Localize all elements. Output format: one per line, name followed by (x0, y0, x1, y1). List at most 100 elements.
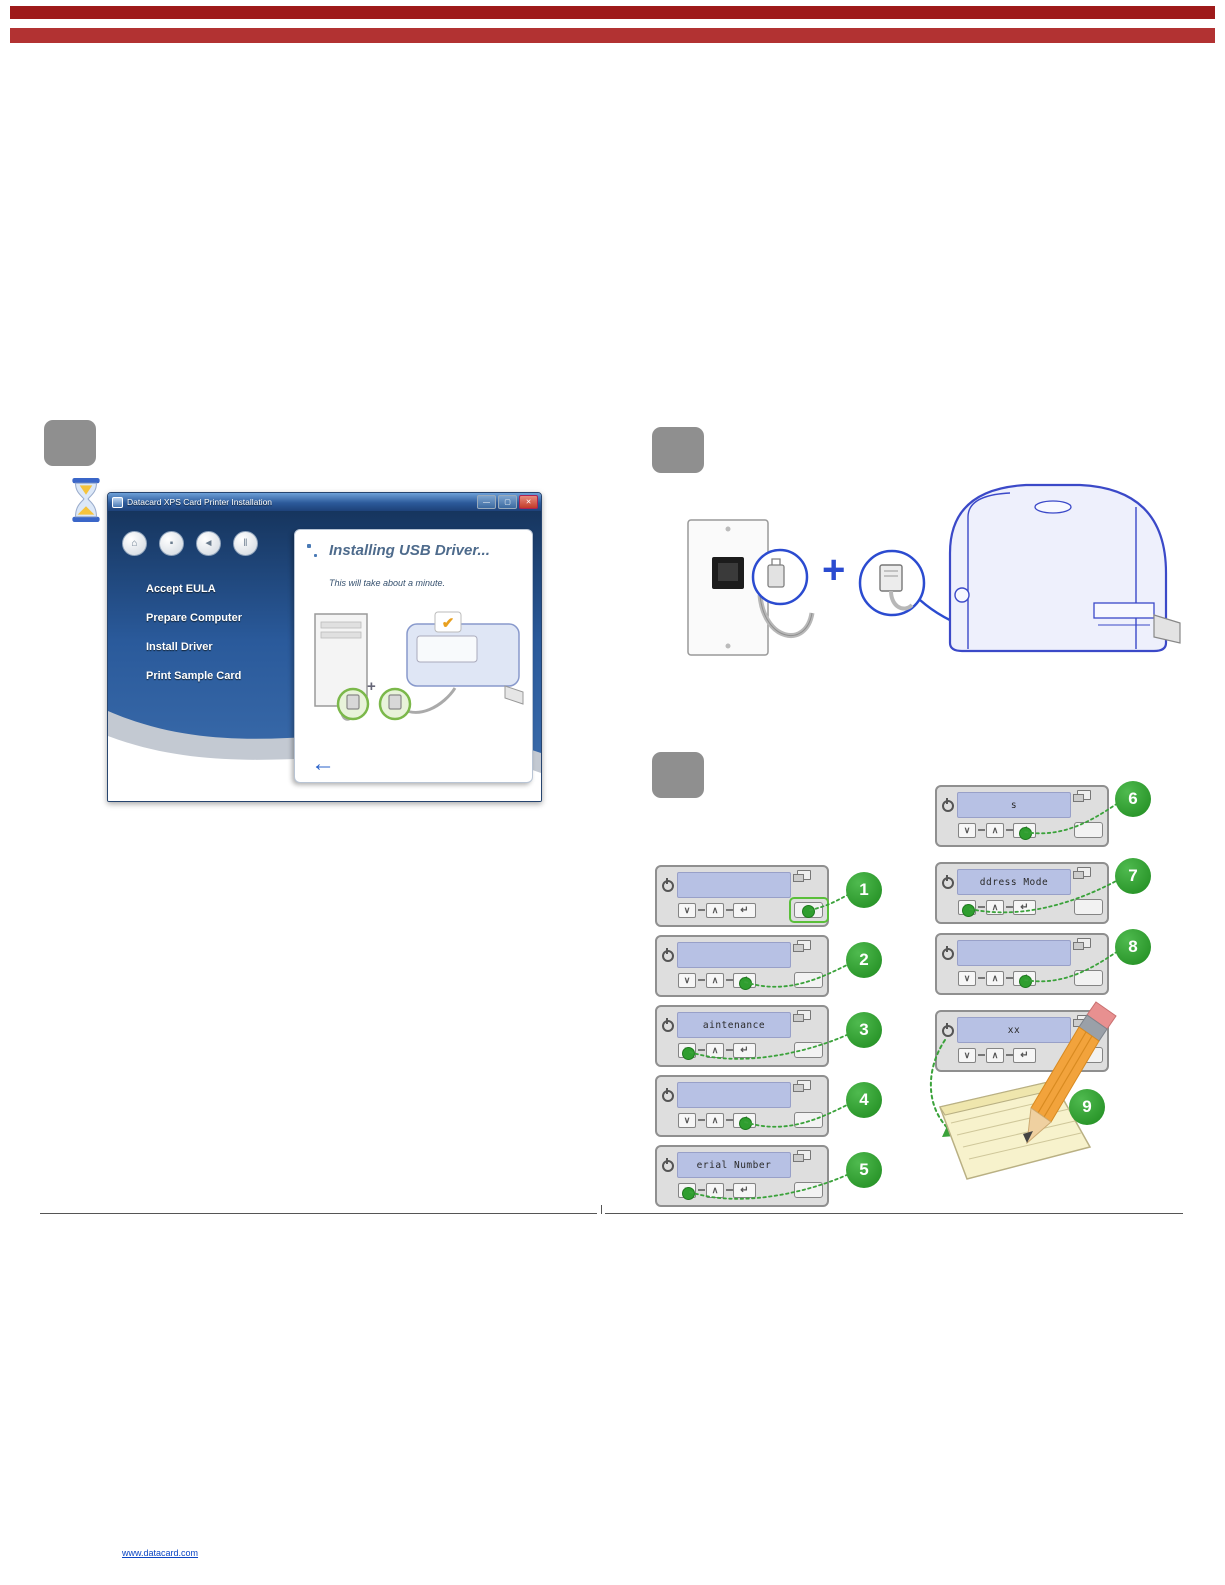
svg-text:✔: ✔ (442, 615, 455, 632)
step-number: 8 (1128, 937, 1138, 956)
divider (698, 909, 705, 911)
soft-key-button (794, 1112, 823, 1128)
divider (698, 1119, 705, 1121)
enter-button: ↵ (1013, 1048, 1036, 1063)
card-feed-icon (1073, 1015, 1091, 1027)
display-text: aintenance (702, 1019, 766, 1031)
divider (1006, 829, 1013, 831)
printer-front-panel-step-7: ddress Mode ∨ ∧ ↵ 7 (935, 858, 1151, 924)
power-icon (942, 1023, 954, 1037)
step-badge-network (652, 427, 704, 473)
up-arrow-button: ∧ (986, 1048, 1004, 1063)
step-number-circle: 1 (846, 872, 882, 908)
green-target-dot (682, 1187, 695, 1200)
panel-display (677, 872, 791, 898)
up-arrow-button: ∧ (706, 973, 724, 988)
step-number-circle: 6 (1115, 781, 1151, 817)
home-icon: ⌂ (122, 531, 147, 556)
up-arrow-button: ∧ (706, 1183, 724, 1198)
step-number-circle: 8 (1115, 929, 1151, 965)
menu-item-label: Print Sample Card (146, 670, 242, 682)
divider (726, 979, 733, 981)
enter-button: ↵ (733, 903, 756, 918)
window-app-icon (112, 496, 123, 508)
menu-item-print-sample-card: Print Sample Card (146, 670, 306, 699)
step-number: 1 (859, 880, 869, 899)
divider (698, 1189, 705, 1191)
divider (978, 1054, 985, 1056)
panel-display (677, 942, 791, 968)
power-icon (662, 1158, 674, 1172)
maximize-icon: ▢ (498, 495, 517, 509)
pause-icon: ‖ (233, 531, 258, 556)
panel-display: xx (957, 1017, 1071, 1043)
down-arrow-button: ∨ (678, 903, 696, 918)
card-feed-icon (793, 1010, 811, 1022)
printer-front-panel-step-9: xx ∨ ∧ ↵ (935, 1010, 1109, 1072)
step-number-circle: 3 (846, 1012, 882, 1048)
green-target-dot (739, 1117, 752, 1130)
menu-item-label: Install Driver (146, 641, 213, 653)
printer-front-panel-step-1: ∨ ∧ ↵ 1 (655, 865, 882, 927)
footer-rule-left (40, 1213, 597, 1214)
panel-display: ddress Mode (957, 869, 1071, 895)
green-target-dot (682, 1047, 695, 1060)
divider (698, 979, 705, 981)
window-titlebar: Datacard XPS Card Printer Installation —… (108, 493, 541, 511)
soft-key-button (1074, 970, 1103, 986)
soft-key-button (1074, 1047, 1103, 1063)
window-title: Datacard XPS Card Printer Installation (127, 497, 273, 507)
power-icon (662, 1088, 674, 1102)
soft-key-button (794, 972, 823, 988)
step-number: 4 (859, 1090, 869, 1109)
step-number: 3 (859, 1020, 869, 1039)
step-number: 6 (1128, 789, 1138, 808)
step-number-circle: 2 (846, 942, 882, 978)
network-connection-illustration (660, 445, 1190, 680)
display-text: s (1010, 799, 1018, 811)
power-icon (662, 1018, 674, 1032)
installer-heading: Installing USB Driver... (329, 542, 490, 559)
green-target-dot (739, 977, 752, 990)
printer-front-panel-step-5: erial Number ∨ ∧ ↵ 5 (655, 1145, 882, 1207)
power-icon (942, 946, 954, 960)
enter-button: ↵ (733, 1043, 756, 1058)
decor-dot (307, 544, 311, 548)
divider (978, 906, 985, 908)
card-feed-icon (1073, 867, 1091, 879)
printer-front-panel-step-8: ∨ ∧ ↵ 8 (935, 929, 1151, 995)
down-arrow-button: ∨ (958, 823, 976, 838)
display-text: ddress Mode (979, 876, 1049, 888)
enter-button: ↵ (1013, 900, 1036, 915)
divider (1006, 1054, 1013, 1056)
installer-step-menu: Accept EULA ✔ Prepare Computer ✔ Install… (146, 581, 308, 699)
down-arrow-button: ∨ (678, 973, 696, 988)
top-red-bar-1 (10, 6, 1215, 19)
divider (978, 977, 985, 979)
enter-button: ↵ (733, 1183, 756, 1198)
plus-sign: + (822, 548, 846, 592)
footer-rule-right (605, 1213, 1183, 1214)
panel-display: aintenance (677, 1012, 791, 1038)
close-icon: ✕ (519, 495, 538, 509)
divider (726, 1119, 733, 1121)
divider (726, 1049, 733, 1051)
step-number-circle: 7 (1115, 858, 1151, 894)
soft-key-button (1074, 899, 1103, 915)
window-body: ⌂ ▪ ◄ ‖ Accept EULA ✔ Prepare Computer ✔… (108, 511, 541, 801)
device-icon: ▪ (159, 531, 184, 556)
panel-display: erial Number (677, 1152, 791, 1178)
footer-rule-divider (601, 1205, 602, 1214)
step-number-circle: 4 (846, 1082, 882, 1118)
printer-front-panel-step-6: s ∨ ∧ ↵ 6 (935, 781, 1151, 847)
down-arrow-button: ∨ (958, 971, 976, 986)
footer-link[interactable]: www.datacard.com (122, 1548, 199, 1558)
panel-display (957, 940, 1071, 966)
up-arrow-button: ∧ (986, 900, 1004, 915)
usb-connection-illustration: ✔ (295, 592, 532, 742)
installer-toolbar: ⌂ ▪ ◄ ‖ (122, 531, 258, 556)
menu-item-prepare-computer: Prepare Computer ✔ (146, 610, 306, 641)
soft-key-button (794, 1042, 823, 1058)
step-badge-panel (652, 752, 704, 798)
